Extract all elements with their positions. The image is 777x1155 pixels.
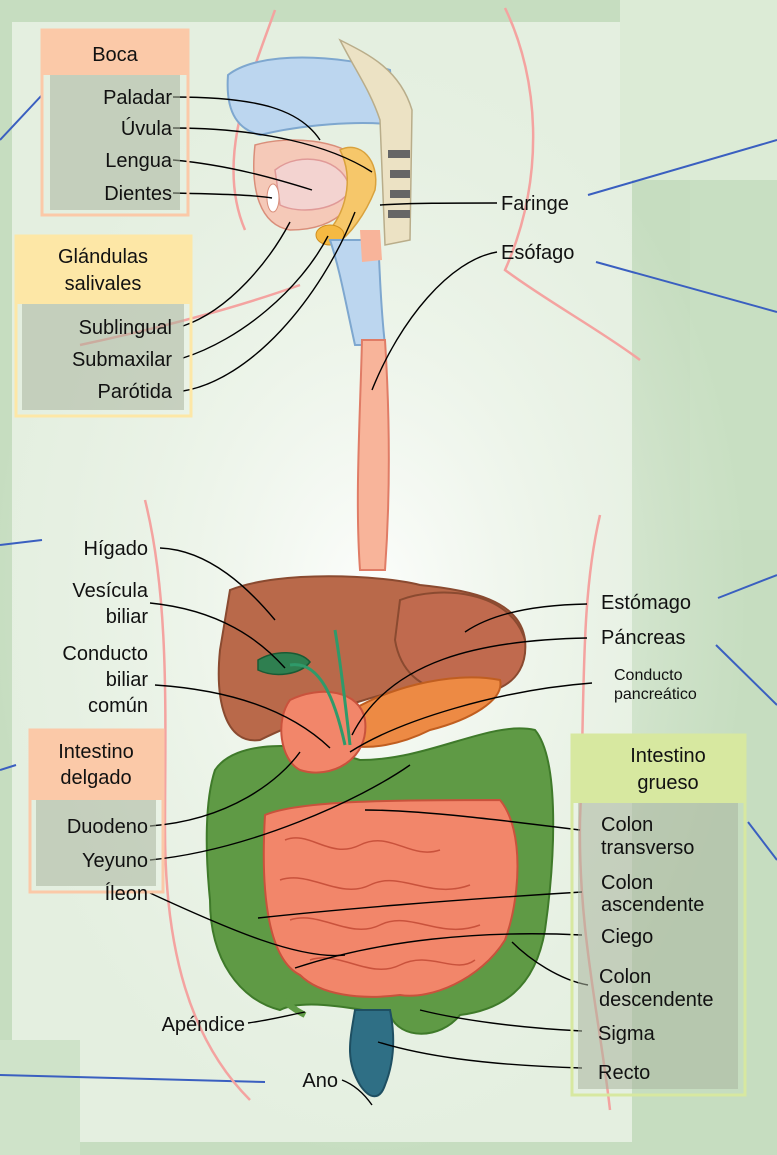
label-sublingual: Sublingual bbox=[79, 317, 172, 339]
esophagus bbox=[358, 340, 389, 570]
label-parotida: Parótida bbox=[98, 381, 173, 403]
group-box-glandulas: Glándulas salivales Sublingual Submaxila… bbox=[16, 236, 191, 416]
label-ciego: Ciego bbox=[601, 926, 653, 948]
label-conducto-biliar-1: Conducto bbox=[62, 643, 148, 665]
label-vesicula-2: biliar bbox=[106, 606, 149, 628]
label-submaxilar: Submaxilar bbox=[72, 349, 172, 371]
label-ano: Ano bbox=[302, 1070, 338, 1092]
label-faringe: Faringe bbox=[501, 193, 569, 215]
label-colon-transverso-2: transverso bbox=[601, 837, 694, 859]
group-title-grueso-2: grueso bbox=[637, 772, 698, 794]
label-duodeno: Duodeno bbox=[67, 816, 148, 838]
group-title-glandulas-2: salivales bbox=[65, 273, 142, 295]
label-esofago: Esófago bbox=[501, 242, 574, 264]
label-ileon: Íleon bbox=[105, 882, 148, 905]
label-conducto-pancreatico-1: Conducto bbox=[614, 667, 683, 684]
label-colon-descendente-1: Colon bbox=[599, 966, 651, 988]
label-vesicula-1: Vesícula bbox=[72, 580, 148, 602]
label-estomago: Estómago bbox=[601, 592, 691, 614]
group-title-glandulas-1: Glándulas bbox=[58, 246, 148, 268]
label-colon-ascendente-2: ascendente bbox=[601, 894, 704, 916]
label-conducto-pancreatico-2: pancreático bbox=[614, 686, 697, 703]
group-title-delgado-1: Intestino bbox=[58, 741, 134, 763]
label-paladar: Paladar bbox=[103, 87, 172, 109]
label-colon-transverso-1: Colon bbox=[601, 814, 653, 836]
label-dientes: Dientes bbox=[104, 183, 172, 205]
group-box-boca: Boca Paladar Úvula Lengua Dientes bbox=[42, 30, 188, 215]
label-apendice: Apéndice bbox=[162, 1014, 245, 1036]
label-pancreas: Páncreas bbox=[601, 627, 686, 649]
group-title-delgado-2: delgado bbox=[60, 767, 131, 789]
label-conducto-biliar-2: biliar bbox=[106, 669, 149, 691]
label-colon-descendente-2: descendente bbox=[599, 989, 714, 1011]
label-sigma: Sigma bbox=[598, 1023, 656, 1045]
pharynx-tube-2 bbox=[360, 230, 382, 262]
label-conducto-biliar-3: común bbox=[88, 695, 148, 717]
label-uvula: Úvula bbox=[121, 117, 173, 140]
label-recto: Recto bbox=[598, 1062, 650, 1084]
label-lengua: Lengua bbox=[105, 150, 173, 172]
label-higado: Hígado bbox=[84, 538, 149, 560]
label-colon-ascendente-1: Colon bbox=[601, 872, 653, 894]
label-yeyuno: Yeyuno bbox=[82, 850, 148, 872]
group-title-grueso-1: Intestino bbox=[630, 745, 706, 767]
group-title-boca: Boca bbox=[92, 44, 138, 66]
